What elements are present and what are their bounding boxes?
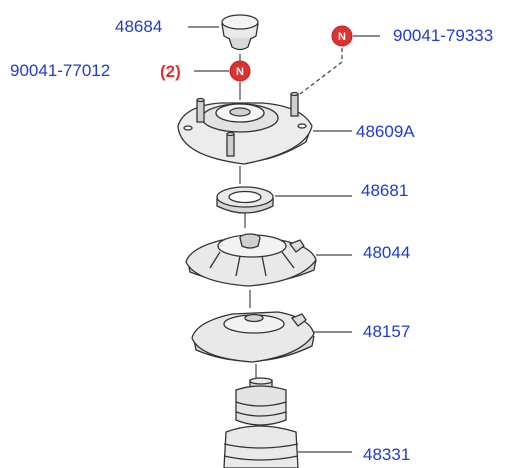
nut-marker-right[interactable]: N (331, 25, 353, 47)
label-nut-right[interactable]: 90041-79333 (393, 26, 493, 45)
label-upper-seat[interactable]: 48044 (363, 243, 410, 262)
nut-marker-left[interactable]: N (229, 60, 251, 82)
upper-spring-seat[interactable] (185, 233, 317, 287)
svg-text:N: N (236, 66, 244, 78)
strut-mount-support[interactable] (177, 91, 313, 165)
strut-bearing[interactable] (216, 186, 274, 214)
dust-cap[interactable] (221, 14, 259, 51)
label-bumper[interactable]: 48331 (363, 445, 410, 464)
label-support[interactable]: 48609A (356, 122, 415, 141)
svg-text:N: N (338, 31, 346, 43)
bound-stop-bumper[interactable] (223, 377, 299, 468)
dashed-leader-nut-right (299, 48, 343, 95)
label-lower-seat[interactable]: 48157 (363, 322, 410, 341)
label-quantity: (2) (160, 62, 181, 81)
label-cap[interactable]: 48684 (115, 17, 162, 36)
lower-spring-insulator[interactable] (191, 311, 315, 363)
label-nut-left[interactable]: 90041-77012 (10, 61, 110, 80)
label-bearing[interactable]: 48681 (361, 181, 408, 200)
